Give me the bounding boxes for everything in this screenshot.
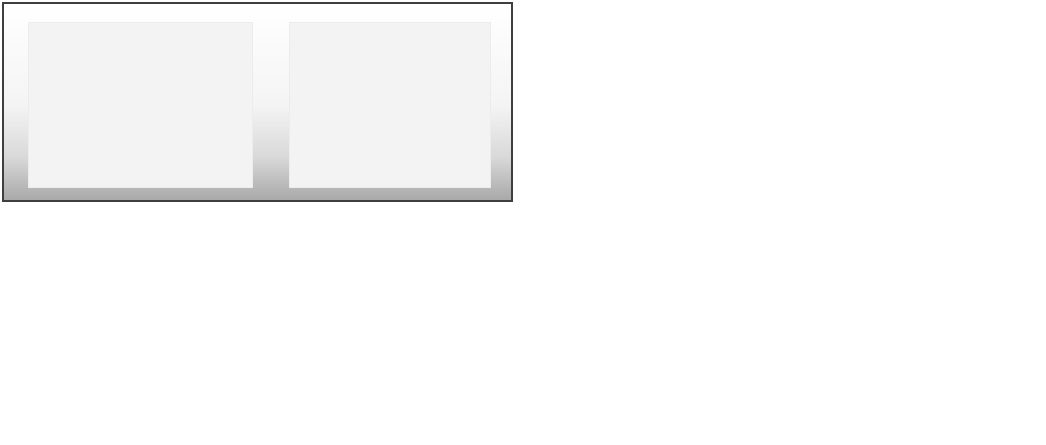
- result-panel: [289, 22, 491, 188]
- quadrant-row-splits: [2, 2, 513, 202]
- values-panel: [28, 22, 253, 188]
